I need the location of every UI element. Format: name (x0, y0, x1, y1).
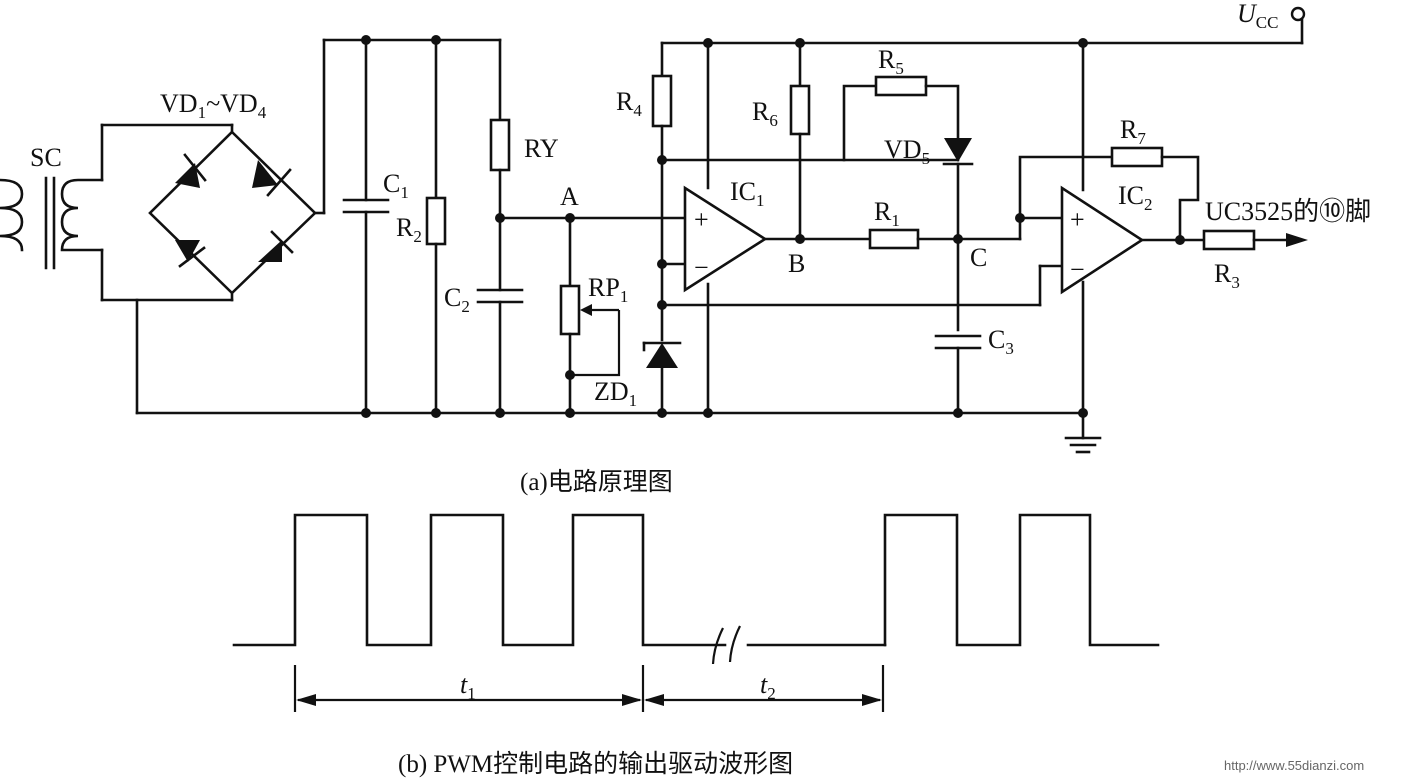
junction-dots (361, 35, 1185, 418)
r3-label: R3 (1214, 259, 1240, 292)
ic1-plus: + (694, 205, 709, 234)
bridge-rectifier: VD1~VD4 (100, 38, 326, 415)
ic2-minus: − (1070, 255, 1085, 284)
schematic-caption: (a)电路原理图 (520, 468, 673, 496)
r2-label: R2 (396, 213, 422, 246)
node-a-section: A RP1 (498, 182, 687, 415)
ic2-label: IC2 (1118, 181, 1153, 214)
r5-label: R5 (878, 45, 904, 78)
t2-label: t2 (760, 670, 776, 703)
timing-section: R6 R5 VD5 R1 C C3 (752, 41, 1022, 415)
waveform-caption: (b) PWM控制电路的输出驱动波形图 (398, 750, 793, 778)
c2-label: C2 (444, 283, 470, 316)
watermark: http://www.55dianzi.com (1224, 758, 1364, 773)
filter-section: C1 R2 RY C2 (342, 38, 559, 415)
ry-label: RY (524, 134, 559, 163)
bridge-label: VD1~VD4 (160, 89, 267, 122)
ic2-plus: + (1070, 205, 1085, 234)
ic1-label: IC1 (730, 177, 765, 210)
pwm-waveform: t1 t2 (232, 513, 1160, 712)
c1-label: C1 (383, 169, 409, 202)
output-label: UC3525的⑩脚 (1205, 197, 1371, 226)
r1-label: R1 (874, 197, 900, 230)
c3-label: C3 (988, 325, 1014, 358)
rp1-label: RP1 (588, 273, 628, 306)
r4-label: R4 (616, 87, 642, 120)
t1-label: t1 (460, 670, 476, 703)
vd5-label: VD5 (884, 135, 930, 168)
ic2-section: R7 + − IC2 UC3525的⑩脚 R3 (1018, 41, 1371, 415)
zd1-label: ZD1 (594, 377, 637, 410)
transformer-sc: SC (0, 123, 104, 302)
ic1-comparator: + − IC1 B (683, 41, 872, 415)
rails: UCC (135, 0, 1306, 454)
transformer-label: SC (30, 143, 62, 172)
node-a-label: A (560, 182, 579, 211)
r4-zd1-section: R4 ZD1 (594, 41, 1064, 415)
ic1-minus: − (694, 253, 709, 282)
ucc-label: UCC (1237, 0, 1278, 32)
r6-label: R6 (752, 97, 778, 130)
node-b-label: B (788, 249, 805, 278)
r7-label: R7 (1120, 115, 1146, 148)
node-c-label: C (970, 243, 987, 272)
